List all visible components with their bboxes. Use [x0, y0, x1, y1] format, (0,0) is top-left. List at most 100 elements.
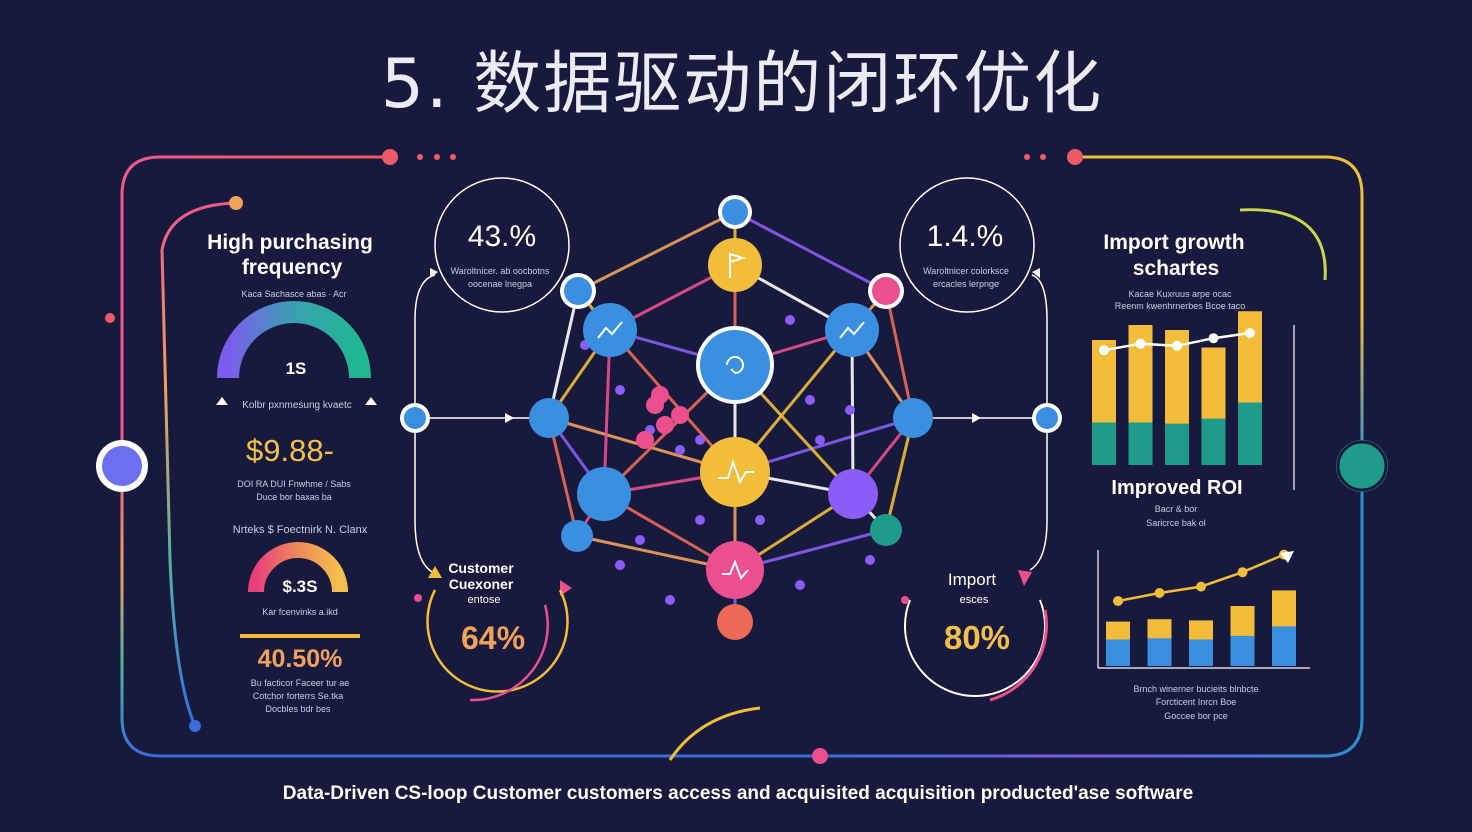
network-node-flag — [708, 238, 762, 292]
chart-point — [1208, 333, 1219, 344]
arrow-up-right-icon — [1280, 551, 1294, 563]
circle-top-left-caption2: oocenae lnegpa — [467, 279, 533, 289]
circle-bottom-left-value: 64% — [460, 620, 526, 656]
footer-caption: Data-Driven CS-loop Customer customers a… — [282, 783, 1194, 804]
chart-bar — [1230, 606, 1255, 636]
network-node-mr — [825, 303, 879, 357]
network-edge — [884, 290, 915, 419]
chart-bar — [1230, 636, 1255, 666]
central-network — [529, 195, 933, 640]
network-node-ctr2 — [700, 437, 770, 507]
roi-caption-2: Saricrce bak ol — [1146, 518, 1206, 528]
circle-top-right-caption1: Waroltnicer colorksce — [923, 266, 1009, 276]
chart-bar — [1128, 422, 1153, 465]
network-dot — [805, 395, 815, 405]
network-dot — [665, 595, 675, 605]
chart-point — [1196, 581, 1206, 592]
chart-up-icon — [839, 321, 865, 339]
left-caption-1: Kaca Sachasce abas ∙ Acr — [241, 289, 347, 299]
stat-arc-bottom-right — [901, 596, 1048, 702]
circle-top-left-caption1: Waroltnicer. ab oocbotns — [450, 266, 550, 276]
stat-circle-top-left — [434, 177, 570, 313]
circle-bottom-right-label1: Import — [947, 570, 997, 589]
circle-bottom-left-label3: entose — [467, 594, 501, 606]
chart-line-icon — [718, 458, 754, 485]
circle-bottom-left-label2: Cuexoner — [448, 576, 514, 592]
circle-bottom-left-label1: Customer — [448, 560, 514, 576]
network-node-top — [722, 199, 748, 225]
chart-point — [1245, 328, 1255, 338]
network-hotspot — [656, 416, 674, 434]
network-node-bll — [561, 520, 593, 552]
chart-bar — [1092, 422, 1116, 465]
network-dot — [635, 535, 645, 545]
right-heading-line1: Import growth — [1103, 231, 1245, 254]
page-title: 5. 数据驱动的闭环优化 — [380, 45, 1104, 124]
right-heading-line2: schartes — [1132, 257, 1220, 280]
gauge2-value: $.3S — [282, 577, 318, 596]
gauge-value: 1S — [285, 359, 307, 378]
network-dot — [755, 515, 765, 525]
network-node-r — [893, 398, 933, 438]
network-hotspot — [651, 386, 669, 404]
chart-line-icon — [722, 559, 749, 580]
left-caption-4b: Cotchor forterrs Se.tka — [252, 691, 344, 701]
chart-up-icon — [597, 321, 623, 339]
network-edge — [547, 290, 580, 419]
network-dot — [615, 560, 625, 570]
network-node-end — [717, 604, 753, 640]
left-percent: 40.50% — [257, 645, 343, 673]
roi-caption-1: Bacr & bor — [1154, 504, 1198, 514]
roi-label: Improved ROI — [1111, 477, 1243, 499]
right-caption-2b: Forcticent Inrcn Boe — [1155, 697, 1237, 707]
price-value: $9.88- — [246, 433, 334, 468]
network-hotspot — [671, 406, 689, 424]
circle-bottom-right-label2: esces — [959, 594, 989, 606]
chart-bar — [1147, 619, 1172, 639]
chart-bar — [1165, 423, 1189, 465]
refresh-icon — [726, 356, 744, 374]
chart-point — [1154, 588, 1165, 598]
network-node-ctr — [700, 330, 770, 400]
network-node-bl — [577, 467, 631, 521]
circle-top-left-value: 43.% — [467, 220, 537, 253]
chart-point — [1172, 340, 1182, 351]
left-section-caption: Nrteks $ Foectnirk N. Clanx — [232, 524, 368, 536]
network-dot — [795, 580, 805, 590]
network-dot — [675, 445, 685, 455]
left-caption-3: Kar fcenvinks a.ikd — [262, 607, 338, 617]
left-heading-line1: High purchasing — [207, 231, 373, 254]
chart-point — [1113, 596, 1123, 606]
network-edge — [577, 210, 736, 293]
chart-point — [1237, 567, 1248, 578]
left-caption-4a: Bu facticor Faceer tur ae — [250, 678, 350, 688]
network-node-tr — [872, 277, 900, 305]
network-dot — [695, 515, 705, 525]
gauge-left-small — [240, 542, 360, 638]
chart-point — [1135, 338, 1146, 349]
network-node-tl — [564, 277, 592, 305]
network-dot — [865, 555, 875, 565]
chart-bar — [1238, 402, 1262, 465]
right-caption-2c: Goccee bor pce — [1164, 711, 1228, 721]
chart-bar — [1272, 626, 1296, 666]
circle-top-right-caption2: ercacles lerpnge — [932, 279, 1000, 289]
circle-top-right-value: 1.4.% — [926, 220, 1004, 253]
stat-circle-top-right — [899, 177, 1035, 313]
chart-trend-line — [1117, 553, 1285, 603]
network-dot — [815, 435, 825, 445]
left-caption-2a: DOI RA DUI Fnwhme / Sabs — [237, 479, 351, 489]
left-caption-2b: Duce bor baxas ba — [256, 492, 332, 502]
network-edge — [547, 417, 579, 537]
network-node-br — [828, 469, 878, 519]
indicator-caption: Kolbr pxnmesung kvaetc — [242, 400, 352, 411]
side-connectors — [400, 268, 1062, 596]
chart-point — [1099, 345, 1109, 356]
circle-bottom-right-value: 80% — [943, 619, 1011, 656]
network-dot — [615, 385, 625, 395]
bar-chart-bottom — [1106, 549, 1296, 666]
chart-bar — [1106, 621, 1130, 640]
chart-bar — [1106, 639, 1130, 666]
left-heading-line2: frequency — [241, 256, 343, 279]
